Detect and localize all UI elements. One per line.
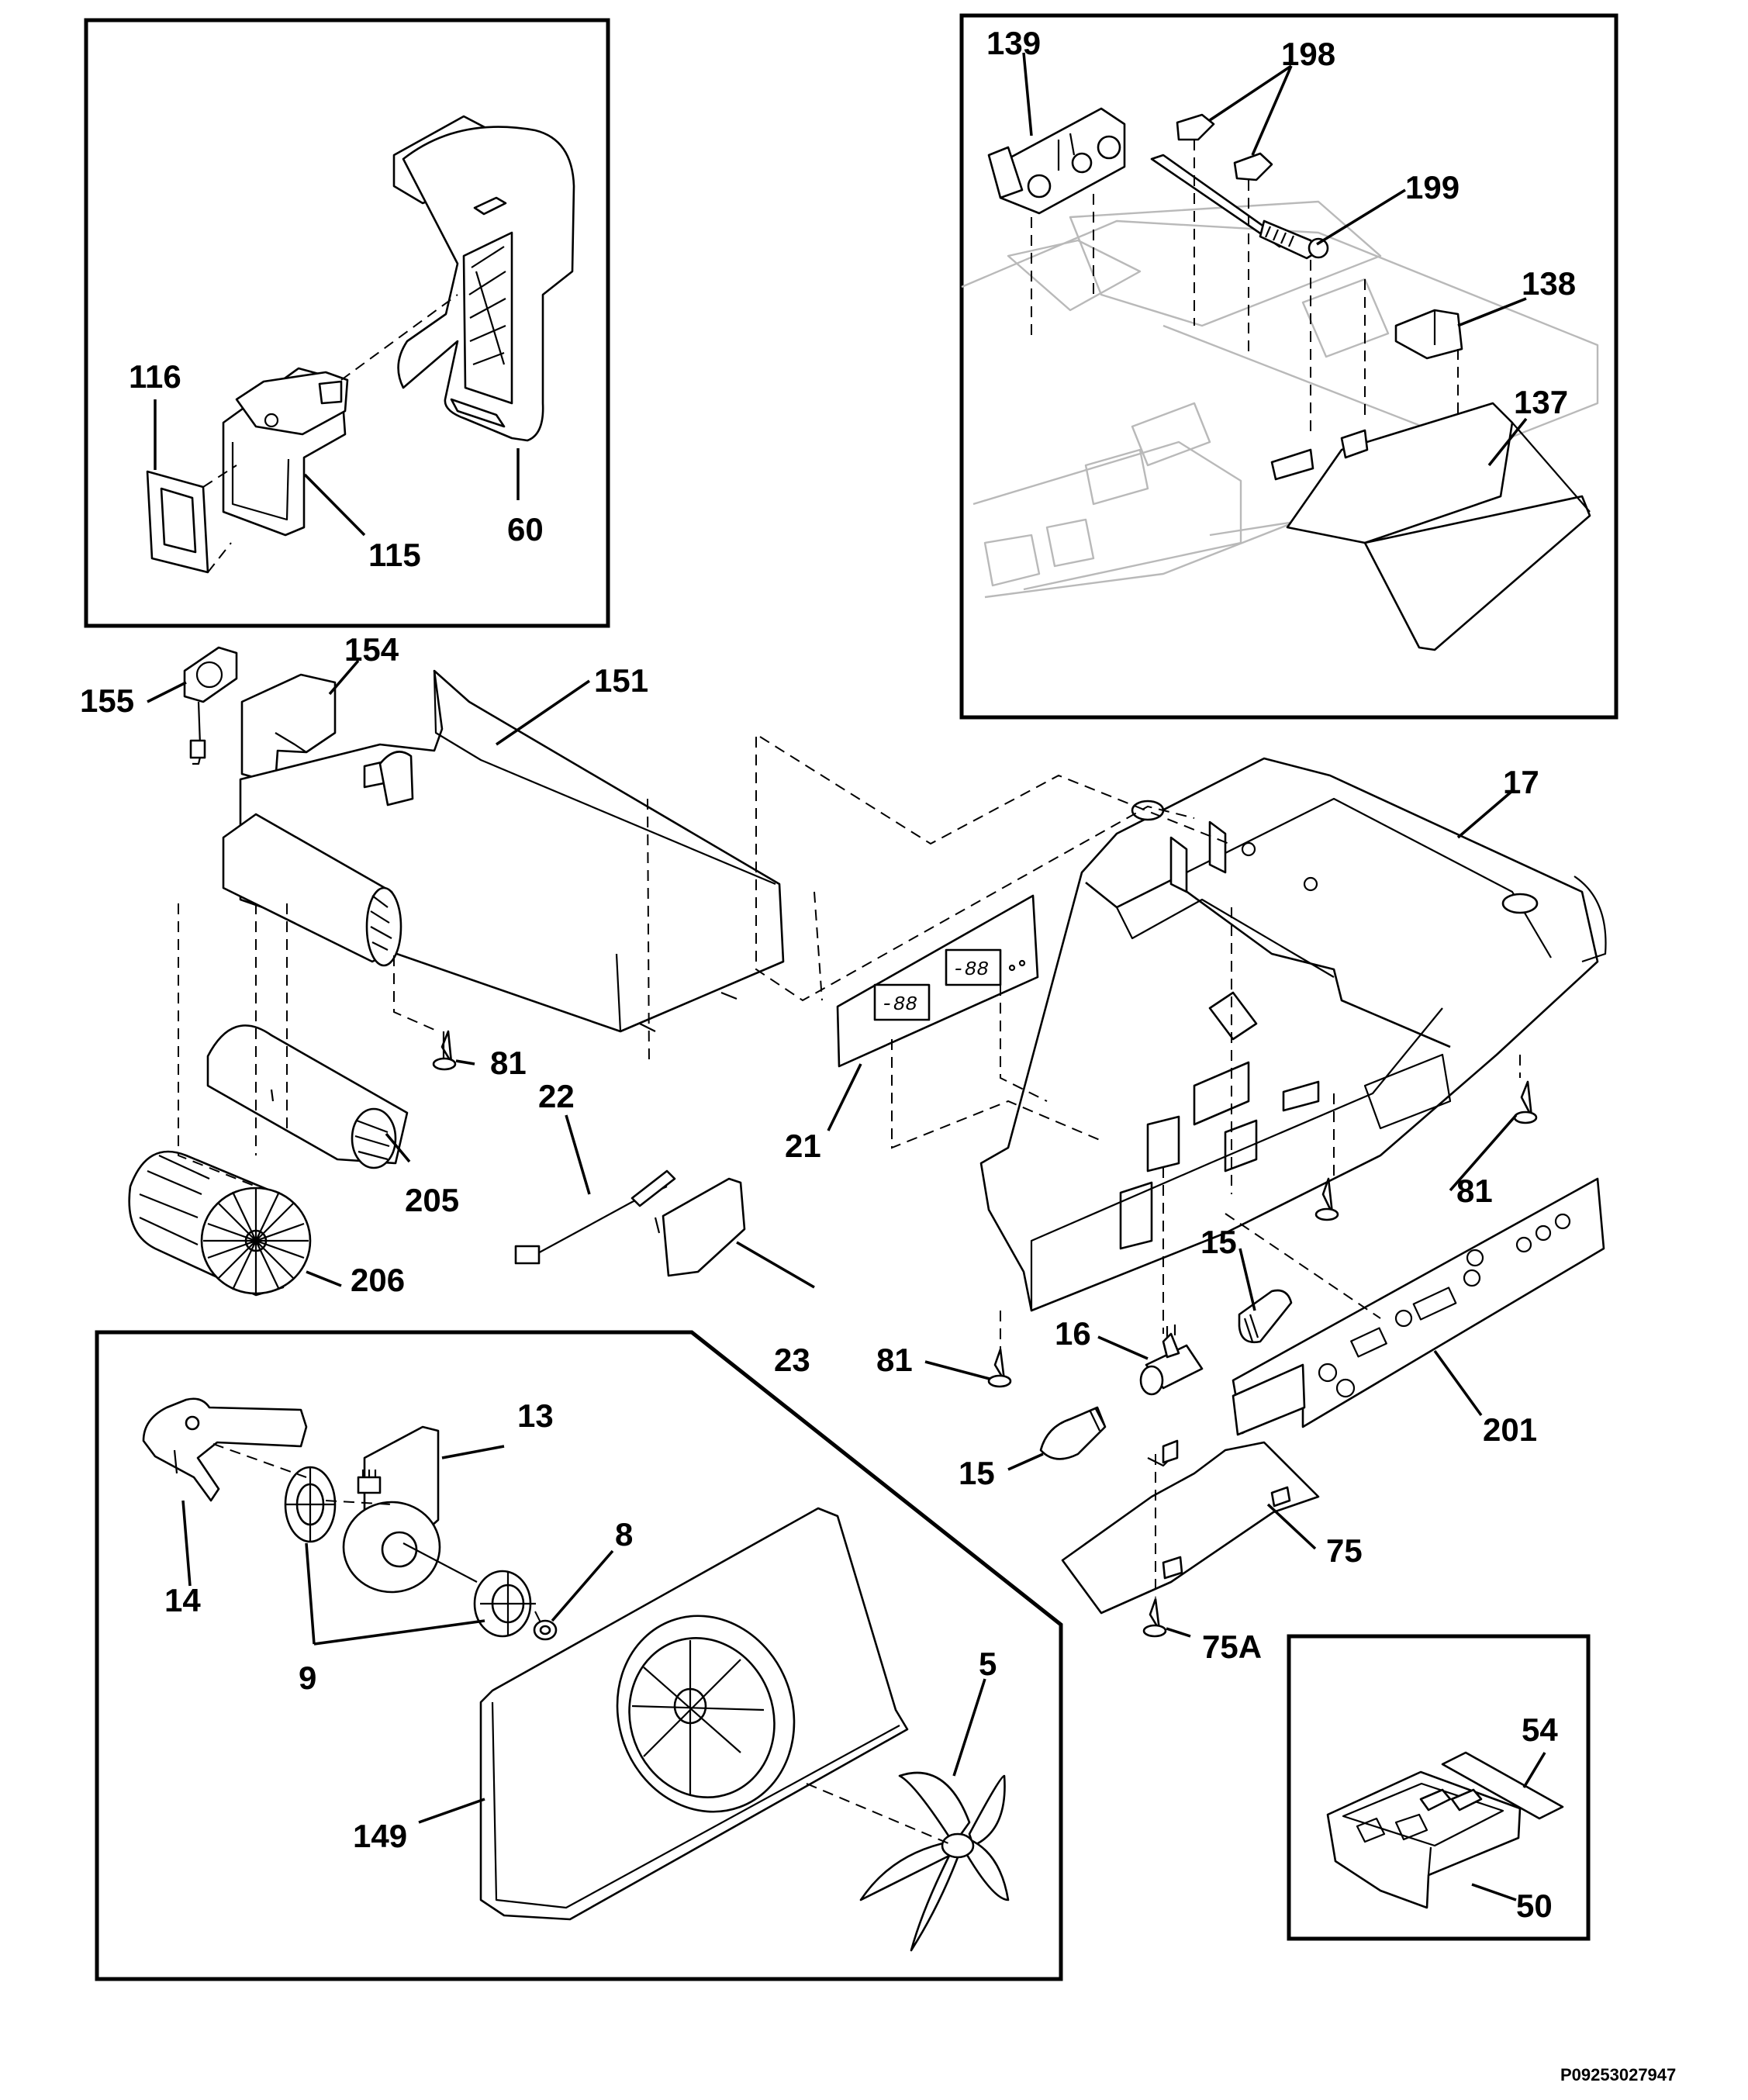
callout-116: 116: [129, 358, 181, 395]
callout-81b: 81: [1456, 1173, 1493, 1209]
part-23-cover: [654, 1177, 746, 1277]
part-137-dispenser-box: [1270, 402, 1591, 651]
part-14-bracket: [142, 1397, 308, 1502]
callout-81a: 81: [490, 1045, 527, 1081]
callout-17: 17: [1503, 764, 1539, 800]
callout-14: 14: [164, 1582, 201, 1618]
part-199-rod: [1150, 154, 1329, 260]
part-149-shroud: [479, 1507, 909, 1921]
part-138-bracket: [1394, 309, 1463, 360]
callout-15a: 15: [1200, 1224, 1237, 1260]
inset-duct-assembly: 116 115 60: [84, 18, 610, 628]
callout-205: 205: [405, 1182, 459, 1218]
part-16-tee: [1139, 1325, 1204, 1396]
callout-206: 206: [351, 1262, 405, 1298]
callout-5: 5: [979, 1646, 997, 1682]
part-54-strip: [1441, 1751, 1564, 1820]
inset-evaporator-fan: 13 8 14 9 5 149: [95, 1330, 1063, 1981]
callout-149: 149: [353, 1818, 407, 1854]
main-assembly: -88 -88: [80, 631, 1607, 1665]
part-205-duct: [206, 1024, 409, 1169]
callout-115: 115: [368, 537, 421, 573]
callout-9: 9: [299, 1660, 316, 1696]
inset-control-board: 54 50: [1287, 1634, 1591, 1941]
part-116-gasket: [146, 470, 209, 574]
part-115-damper: [222, 367, 349, 537]
part-9-rings: [284, 1466, 536, 1638]
part-21-display: -88 -88: [836, 894, 1039, 1068]
callout-137: 137: [1514, 384, 1568, 420]
part-50-board: [1326, 1770, 1522, 1909]
part-17-housing: [979, 757, 1607, 1312]
callout-21: 21: [785, 1128, 821, 1164]
part-8-washer: [533, 1619, 558, 1641]
callout-13: 13: [517, 1397, 554, 1434]
callout-50: 50: [1516, 1888, 1553, 1924]
part-201-membrane: [1232, 1177, 1605, 1436]
callout-138: 138: [1522, 265, 1576, 302]
part-81-screw-left: [432, 1030, 457, 1071]
callout-60: 60: [507, 511, 544, 547]
part-206-fan-wheel: [128, 1150, 312, 1297]
part-81-screw-right: [987, 1080, 1538, 1388]
part-155-fan: [183, 646, 238, 765]
callout-201: 201: [1483, 1411, 1537, 1448]
part-5-fan-blade: [859, 1771, 1010, 1952]
part-15-fitting-lower: [1039, 1406, 1107, 1460]
callout-22: 22: [538, 1078, 575, 1114]
part-15-fitting-upper: [1238, 1289, 1293, 1344]
part-22-sensor-harness: [514, 1169, 676, 1265]
duct-cylinder: [222, 813, 402, 967]
part-13-motor: [342, 1425, 478, 1594]
callout-199: 199: [1405, 169, 1460, 206]
callout-16: 16: [1055, 1315, 1091, 1352]
callout-75: 75: [1326, 1532, 1363, 1569]
catalog-number: P09253027947: [1560, 2065, 1676, 2084]
callout-154: 154: [344, 631, 399, 668]
callout-8: 8: [615, 1516, 633, 1553]
callout-198: 198: [1281, 36, 1335, 72]
display-readout-1: -88: [881, 993, 917, 1016]
part-139-valve: [987, 107, 1126, 215]
part-75-bracket: [1061, 1439, 1320, 1615]
callout-155: 155: [80, 682, 134, 719]
callout-75a: 75A: [1202, 1629, 1262, 1665]
part-60-duct: [392, 115, 575, 442]
callout-151: 151: [594, 662, 648, 699]
inset-dispenser-valves: 139 198 199 138 137: [959, 13, 1618, 720]
callout-81c: 81: [876, 1342, 913, 1378]
callout-15b: 15: [959, 1455, 995, 1491]
callout-54: 54: [1522, 1711, 1558, 1748]
callout-139: 139: [986, 25, 1041, 61]
part-198-clips: [1176, 113, 1273, 181]
part-75a-screw: [1142, 1597, 1167, 1638]
display-readout-2: -88: [952, 958, 989, 981]
callout-23: 23: [774, 1342, 810, 1378]
